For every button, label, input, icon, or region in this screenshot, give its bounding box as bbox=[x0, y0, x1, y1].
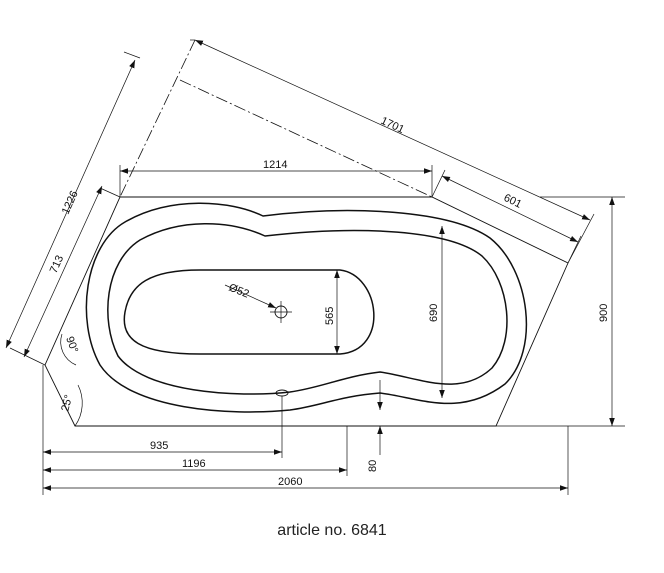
dim-length-935: 935 bbox=[150, 440, 168, 452]
article-caption: article no. 6841 bbox=[277, 522, 387, 539]
basin-bottom bbox=[123, 269, 375, 355]
dim-top-601: 601 bbox=[502, 192, 524, 211]
dim-601 bbox=[431, 169, 582, 264]
dim-713 bbox=[23, 185, 121, 358]
dim-side-1226: 1226 bbox=[60, 189, 81, 216]
dim-length-1196: 1196 bbox=[182, 458, 206, 470]
dim-offset-80: 80 bbox=[367, 460, 379, 472]
construction-line bbox=[119, 39, 196, 198]
angle-90-arc bbox=[60, 333, 77, 366]
construction-line-2 bbox=[179, 79, 433, 198]
dim-overall-length: 2060 bbox=[278, 476, 302, 488]
angle-25-arc bbox=[74, 384, 83, 427]
dim-inner-565: 565 bbox=[324, 307, 336, 325]
dim-2060 bbox=[42, 365, 569, 495]
dim-height-900: 900 bbox=[598, 304, 610, 322]
dim-diagonal-1701: 1701 bbox=[379, 115, 406, 136]
dim-inner-690: 690 bbox=[428, 304, 440, 322]
dim-1196 bbox=[43, 426, 348, 476]
dim-drain-diameter: Ø52 bbox=[227, 282, 251, 301]
dim-angle-90: 90° bbox=[63, 335, 80, 355]
dim-side-713: 713 bbox=[48, 254, 66, 276]
inner-rim-contour bbox=[107, 223, 508, 395]
dim-1701 bbox=[190, 39, 595, 264]
tub-outline bbox=[44, 196, 569, 427]
drain-icon bbox=[224, 284, 292, 323]
dim-angle-25: 25° bbox=[59, 394, 75, 413]
dim-80 bbox=[347, 380, 390, 455]
dim-935 bbox=[43, 396, 283, 458]
dim-top-1214: 1214 bbox=[263, 159, 287, 171]
